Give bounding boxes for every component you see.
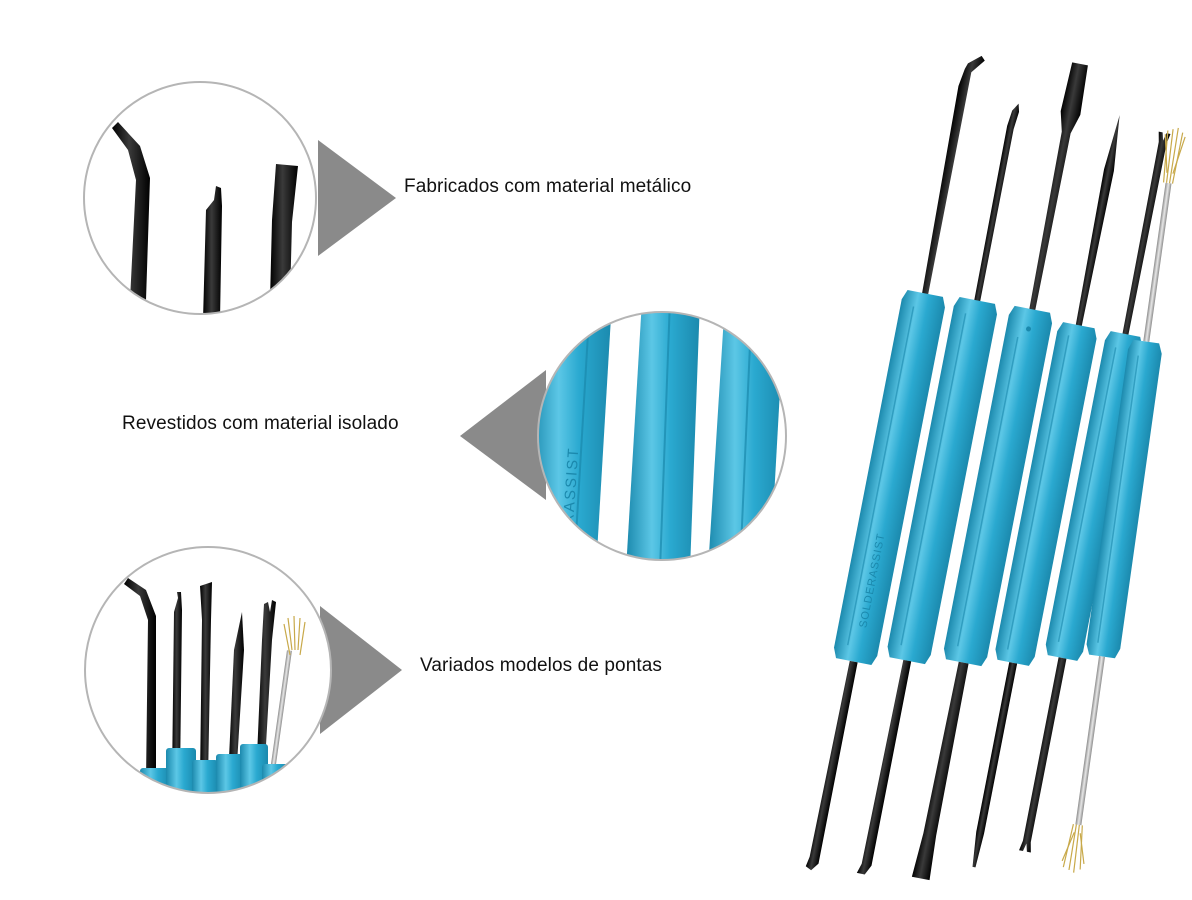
fork-tool [856,103,1020,875]
caption-tips: Variados modelos de pontas [420,655,663,676]
double-prong-tool [1019,131,1171,853]
wire-brush-tool [1061,127,1186,873]
tool-set: SOLDERASSIST [805,55,1186,881]
zoom-circle-tip-variety [84,546,332,794]
caption-metal: Fabricados com material metálico [404,176,692,197]
zoom-brand-text: RASSIST [560,446,582,525]
hook-tool: SOLDERASSIST [805,55,985,871]
zoom-circle-metal-tips [83,81,317,315]
pointer-triangle-2 [460,370,546,500]
pointer-triangle-3 [320,606,402,734]
pointer-triangle-1 [318,140,396,256]
brass-bristles [1162,127,1186,184]
zoom-circle-insulated-handles: RASSIST [537,311,787,561]
pick-tool [972,115,1120,868]
flat-chisel-tool [911,62,1088,881]
caption-insulated: Revestidos com material isolado [122,413,399,434]
